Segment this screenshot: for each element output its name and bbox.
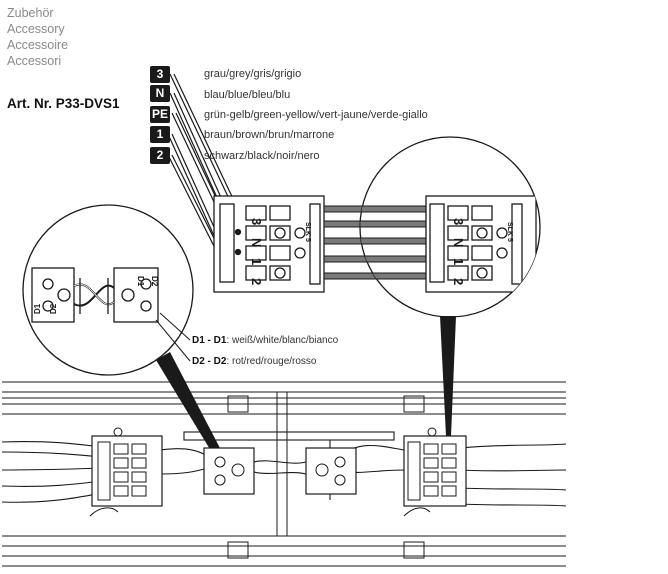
pin-1-label: 1 — [249, 258, 264, 265]
pin-2-label: 2 — [249, 278, 264, 285]
terminal-block-right — [360, 195, 537, 293]
wire-badge-2: 2 — [150, 147, 170, 164]
data-line-d2: D2 - D2: rot/red/rouge/rosso — [192, 355, 317, 368]
wire-badge-1: 1 — [150, 126, 170, 143]
accessory-label-fr: Accessoire — [7, 38, 69, 52]
pin-2-label-right: 2 — [451, 278, 466, 285]
data-line-d2-code: D2 - D2 — [192, 356, 227, 367]
brand-label-right: SLK 5 — [506, 222, 513, 242]
lower-wire-harness — [1, 431, 567, 507]
accessory-label-it: Accessori — [7, 54, 62, 68]
accessory-label-en: Accessory — [7, 22, 65, 36]
d2-pin-left: D2 — [49, 303, 58, 314]
data-line-d1-code: D1 - D1 — [192, 335, 227, 346]
terminal-block-left — [213, 195, 325, 293]
wire-label-pe: grün-gelb/green-yellow/vert-jaune/verde-… — [204, 109, 428, 121]
d2-pin-right: D2 — [150, 276, 159, 287]
wire-label-3: grau/grey/gris/grigio — [204, 68, 302, 80]
d1-pin-right: D1 — [136, 276, 145, 287]
wire-label-2: schwarz/black/noir/nero — [204, 150, 320, 162]
data-line-d2-label: : rot/red/rouge/rosso — [226, 356, 317, 367]
data-line-d1-label: : weiß/white/blanc/bianco — [226, 335, 339, 346]
wire-badge-n: N — [150, 85, 170, 102]
pointer-right — [440, 316, 456, 436]
wire-label-1: braun/brown/brun/marrone — [204, 129, 335, 141]
pin-n-label-right: N — [451, 238, 466, 247]
pin-3-label-right: 3 — [451, 218, 466, 225]
article-number: Art. Nr. P33-DVS1 — [7, 96, 120, 111]
wire-label-n: blau/blue/bleu/blu — [204, 89, 291, 101]
lower-terminal-blocks — [91, 435, 467, 507]
data-connector-detail — [31, 267, 159, 323]
pin-n-label: N — [249, 238, 264, 247]
data-line-leaders — [155, 312, 191, 362]
brand-label: SLK 5 — [304, 222, 311, 242]
pin-1-label-right: 1 — [451, 258, 466, 265]
accessory-label-de: Zubehör — [7, 6, 54, 20]
wire-badge-3: 3 — [150, 66, 170, 83]
data-line-d1: D1 - D1: weiß/white/blanc/bianco — [192, 334, 338, 347]
pin-3-label: 3 — [249, 218, 264, 225]
track-rail — [2, 381, 566, 567]
d1-pin-left: D1 — [33, 303, 42, 314]
wire-badge-pe: PE — [150, 106, 170, 123]
